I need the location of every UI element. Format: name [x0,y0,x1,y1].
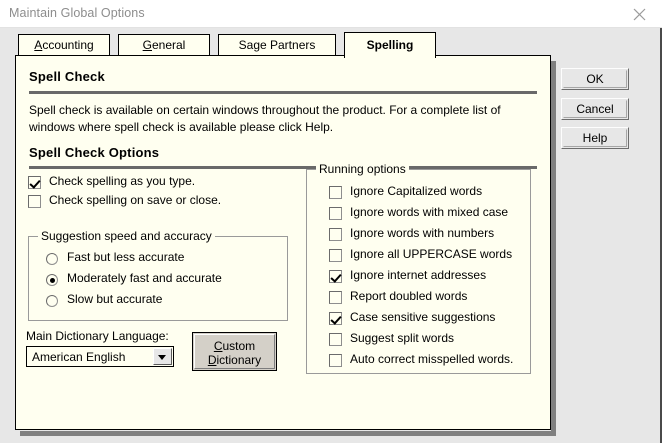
spell-check-description-line1: Spell check is available on certain wind… [29,103,501,117]
heading-rule-1 [29,91,537,94]
spell-check-heading: Spell Check [29,69,105,84]
moderately-fast-and-accurate-radio[interactable] [46,274,58,286]
tab-spelling[interactable]: Spelling [344,32,436,58]
auto-correct-misspelled-words-label[interactable]: Auto correct misspelled words. [350,352,514,366]
tab-general-label: eneral [151,38,186,52]
tab-strip: Accounting General Sage Partners Spellin… [0,0,662,60]
radio-row-slow[interactable]: Slow but accurate [46,292,276,313]
cancel-button[interactable]: Cancel [561,98,629,120]
spell-check-description-line2: windows where spell check is available p… [29,120,334,134]
main-dictionary-language-select[interactable]: American English [26,346,174,367]
checkbox-row-case-sensitive[interactable]: Case sensitive suggestions [329,310,529,329]
ignore-words-with-mixed-case-checkbox[interactable] [329,207,342,220]
checkbox-row-ignore-mixed-case[interactable]: Ignore words with mixed case [329,205,529,224]
spell-check-options-heading: Spell Check Options [29,145,160,160]
report-doubled-words-checkbox[interactable] [329,291,342,304]
close-icon-glyph [633,8,646,21]
help-button[interactable]: Help [561,127,629,149]
check-spelling-on-save-label[interactable]: Check spelling on save or close. [49,193,222,207]
help-button-label: Help [582,131,608,145]
custom-dictionary-line2: Dictionary [207,353,262,367]
ignore-words-with-numbers-checkbox[interactable] [329,228,342,241]
title-bar: Maintain Global Options [0,0,662,28]
ok-button-bevel [563,70,627,88]
ignore-capitalized-words-label[interactable]: Ignore Capitalized words [350,184,483,198]
tab-accounting-label: ccounting [42,38,94,52]
check-spelling-on-save-checkbox[interactable] [28,195,41,208]
checkbox-row-ignore-numbers[interactable]: Ignore words with numbers [329,226,529,245]
running-options-group: Running options Ignore Capitalized words… [306,162,531,374]
ok-button[interactable]: OK [561,68,629,90]
cancel-button-label: Cancel [576,102,614,116]
help-button-bevel [563,129,627,147]
ignore-capitalized-words-checkbox[interactable] [329,186,342,199]
tab-spelling-label: Spelling [366,38,414,52]
spelling-tab-panel: Spell Check Spell check is available on … [15,55,551,430]
tab-general[interactable]: General [118,34,210,56]
fast-but-less-accurate-radio[interactable] [46,253,58,265]
tab-accounting-accel: A [34,38,43,52]
heading-rule-2 [29,166,537,169]
tab-sage-partners-accel: g [253,38,260,52]
ignore-internet-addresses-label[interactable]: Ignore internet addresses [350,268,487,282]
ok-button-label: OK [586,72,604,86]
ignore-all-uppercase-words-label[interactable]: Ignore all UPPERCASE words [350,247,513,261]
fast-but-less-accurate-label[interactable]: Fast but less accurate [67,250,185,264]
checkbox-row-check-on-save[interactable]: Check spelling on save or close. [28,193,288,212]
suggest-split-words-label[interactable]: Suggest split words [350,331,455,345]
chevron-down-icon[interactable] [153,348,172,365]
running-options-group-title: Running options [316,162,409,176]
moderately-fast-and-accurate-label[interactable]: Moderately fast and accurate [67,271,222,285]
suggestion-speed-group: Suggestion speed and accuracy Fast but l… [28,229,288,321]
case-sensitive-suggestions-label[interactable]: Case sensitive suggestions [350,310,496,324]
window-title: Maintain Global Options [9,6,145,20]
checkbox-row-report-doubled[interactable]: Report doubled words [329,289,529,308]
auto-correct-misspelled-words-checkbox[interactable] [329,354,342,367]
case-sensitive-suggestions-checkbox[interactable] [329,312,342,325]
suggestion-speed-group-title: Suggestion speed and accuracy [38,229,215,243]
tab-sage-partners-label: Sa [238,38,254,52]
checkbox-row-ignore-internet[interactable]: Ignore internet addresses [329,268,529,287]
radio-row-fast[interactable]: Fast but less accurate [46,250,276,271]
checkbox-row-ignore-capitalized[interactable]: Ignore Capitalized words [329,184,529,203]
close-icon[interactable] [617,0,662,27]
tab-sage-partners[interactable]: Sage Partners [218,34,336,56]
check-spelling-as-you-type-label[interactable]: Check spelling as you type. [49,174,196,188]
custom-dictionary-line1: Custom [213,339,256,353]
checkbox-row-check-as-you-type[interactable]: Check spelling as you type. [28,174,288,193]
custom-dictionary-button-text: Custom Dictionary [193,339,276,367]
slow-but-accurate-label[interactable]: Slow but accurate [67,292,163,306]
slow-but-accurate-radio[interactable] [46,295,58,307]
custom-dictionary-button[interactable]: Custom Dictionary [192,332,277,371]
report-doubled-words-label[interactable]: Report doubled words [350,289,468,303]
panel-shadow-bottom [20,431,556,436]
tab-general-accel: G [142,38,152,52]
main-dictionary-language-label: Main Dictionary Language: [26,329,169,343]
panel-shadow-right [551,61,556,436]
ignore-words-with-numbers-label[interactable]: Ignore words with numbers [350,226,495,240]
tab-accounting[interactable]: Accounting [18,34,110,56]
check-spelling-as-you-type-checkbox[interactable] [28,176,41,189]
radio-row-moderate[interactable]: Moderately fast and accurate [46,271,276,292]
ignore-internet-addresses-checkbox[interactable] [329,270,342,283]
tab-sage-partners-label2: e Partners [260,38,316,52]
suggest-split-words-checkbox[interactable] [329,333,342,346]
main-dictionary-language-value: American English [32,350,126,364]
custom-dictionary-button-bevel [194,334,275,369]
checkbox-row-ignore-uppercase[interactable]: Ignore all UPPERCASE words [329,247,529,266]
ignore-words-with-mixed-case-label[interactable]: Ignore words with mixed case [350,205,509,219]
ignore-all-uppercase-words-checkbox[interactable] [329,249,342,262]
cancel-button-bevel [563,100,627,118]
checkbox-row-suggest-split[interactable]: Suggest split words [329,331,529,350]
checkbox-row-auto-correct[interactable]: Auto correct misspelled words. [329,352,529,371]
